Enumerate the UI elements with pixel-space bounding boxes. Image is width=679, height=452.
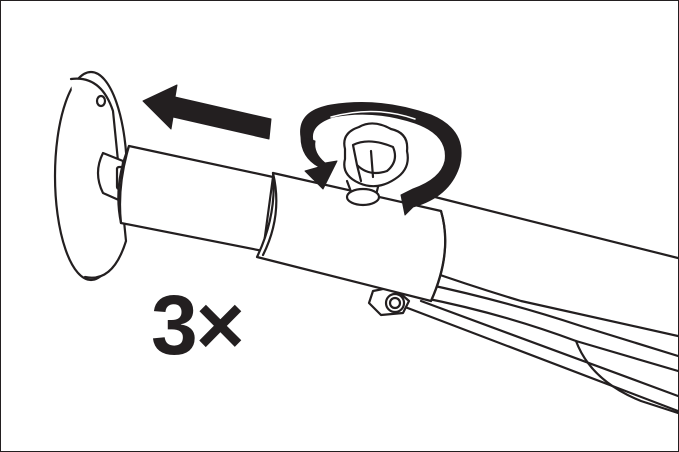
rotate-arrow-icon [300, 102, 462, 216]
push-arrow-icon [142, 84, 272, 140]
outer-sleeve [255, 171, 447, 303]
inner-tube [117, 144, 275, 253]
wall-plate [53, 70, 129, 282]
lower-rail [367, 281, 678, 415]
clamp-knob [343, 122, 409, 207]
repeat-count-label: 3× [151, 278, 245, 372]
